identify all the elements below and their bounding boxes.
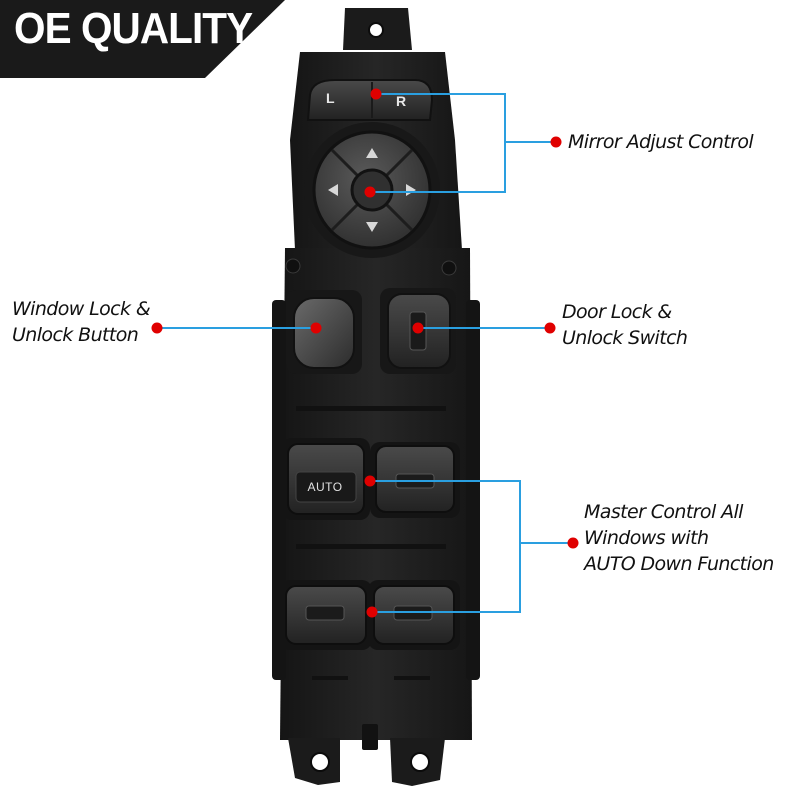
window-lock-button[interactable] bbox=[293, 297, 355, 369]
mirror-left-label: L bbox=[326, 90, 335, 106]
arrow-down-icon bbox=[366, 222, 378, 232]
auto-button-label: AUTO bbox=[307, 480, 343, 494]
marker-dots bbox=[151, 88, 579, 618]
mirror-right-label: R bbox=[396, 93, 407, 109]
callout-line: AUTO Down Function bbox=[584, 553, 774, 575]
arrow-up-icon bbox=[366, 148, 378, 158]
callout-line: Door Lock & bbox=[562, 301, 672, 323]
oe-quality-banner: OE QUALITY bbox=[14, 4, 253, 53]
callout-mirror-adjust: Mirror Adjust Control bbox=[568, 129, 754, 155]
arrow-left-icon bbox=[328, 184, 338, 196]
callout-door-lock: Door Lock & Unlock Switch bbox=[562, 299, 688, 351]
callout-line: Master Control All bbox=[584, 501, 743, 523]
callout-line: Mirror Adjust Control bbox=[568, 131, 754, 153]
callout-line: Windows with bbox=[584, 527, 709, 549]
callout-line: Unlock Button bbox=[12, 324, 139, 346]
callout-line: Window Lock & bbox=[12, 298, 151, 320]
leader-lines bbox=[158, 93, 572, 613]
callout-window-lock: Window Lock & Unlock Button bbox=[12, 296, 151, 348]
callout-master-control: Master Control All Windows with AUTO Dow… bbox=[584, 499, 774, 577]
callout-line: Unlock Switch bbox=[562, 327, 688, 349]
mirror-selector-rocker[interactable] bbox=[306, 79, 434, 121]
banner-background bbox=[0, 0, 285, 78]
